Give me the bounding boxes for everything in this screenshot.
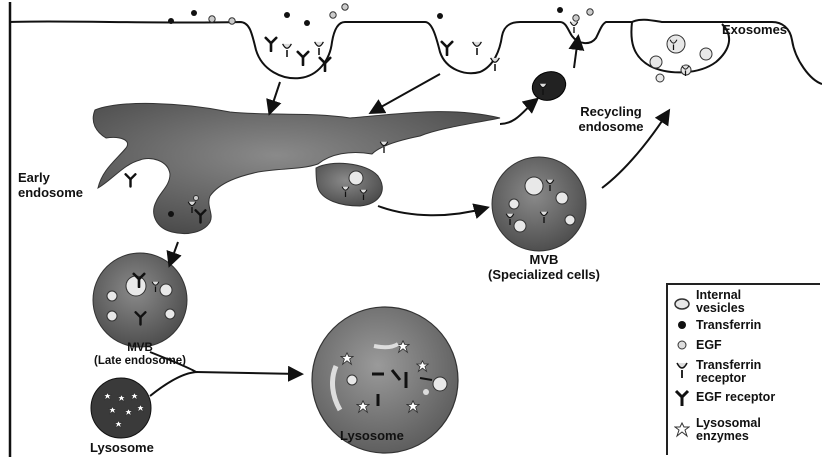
label-lysosome-center: Lysosome xyxy=(340,428,404,443)
label-recycling-line1: Recycling xyxy=(570,104,652,119)
label-mvb-specialized-line1: MVB xyxy=(466,252,622,267)
label-early-endosome: Early endosome xyxy=(18,170,83,200)
transferrin-icon xyxy=(674,316,690,334)
legend-label-egf: EGF xyxy=(696,339,722,352)
internal-vesicle-icon xyxy=(674,295,690,313)
pit-receptors xyxy=(266,22,578,71)
label-mvb-specialized-line2: (Specialized cells) xyxy=(466,267,622,282)
label-recycling-endosome: Recycling endosome xyxy=(570,104,652,134)
early-endosome xyxy=(93,103,500,233)
egf-icon xyxy=(674,336,690,354)
mvb-late-endosome xyxy=(93,253,187,347)
label-lysosome-left: Lysosome xyxy=(90,440,154,455)
legend-label-receptor: receptor xyxy=(696,372,761,385)
label-recycling-line2: endosome xyxy=(570,119,652,134)
label-mvb-late-line1: MVB xyxy=(60,342,220,355)
label-exosomes: Exosomes xyxy=(722,22,787,37)
lysosomal-enzyme-icon xyxy=(674,421,690,439)
budding-vesicle xyxy=(316,163,382,206)
lysosome-left xyxy=(91,378,151,438)
legend-label-vesicles: vesicles xyxy=(696,302,745,315)
recycling-endosome xyxy=(528,67,570,105)
legend-label-transferrin: Transferrin xyxy=(696,319,761,332)
legend-label-enzymes: enzymes xyxy=(696,430,761,443)
transferrin-receptor-icon xyxy=(674,361,690,379)
label-early-line1: Early xyxy=(18,170,83,185)
mvb-specialized xyxy=(492,157,586,251)
exosomes xyxy=(650,35,712,82)
label-mvb-specialized: MVB (Specialized cells) xyxy=(466,252,622,282)
label-mvb-late-line2: (Late endosome) xyxy=(60,355,220,368)
label-mvb-late: MVB (Late endosome) xyxy=(60,342,220,368)
legend-box: Internal vesicles Transferrin EGF Transf… xyxy=(666,283,820,455)
label-early-line2: endosome xyxy=(18,185,83,200)
legend-label-egf-receptor: EGF receptor xyxy=(696,391,775,404)
egf-receptor-icon xyxy=(674,389,690,407)
